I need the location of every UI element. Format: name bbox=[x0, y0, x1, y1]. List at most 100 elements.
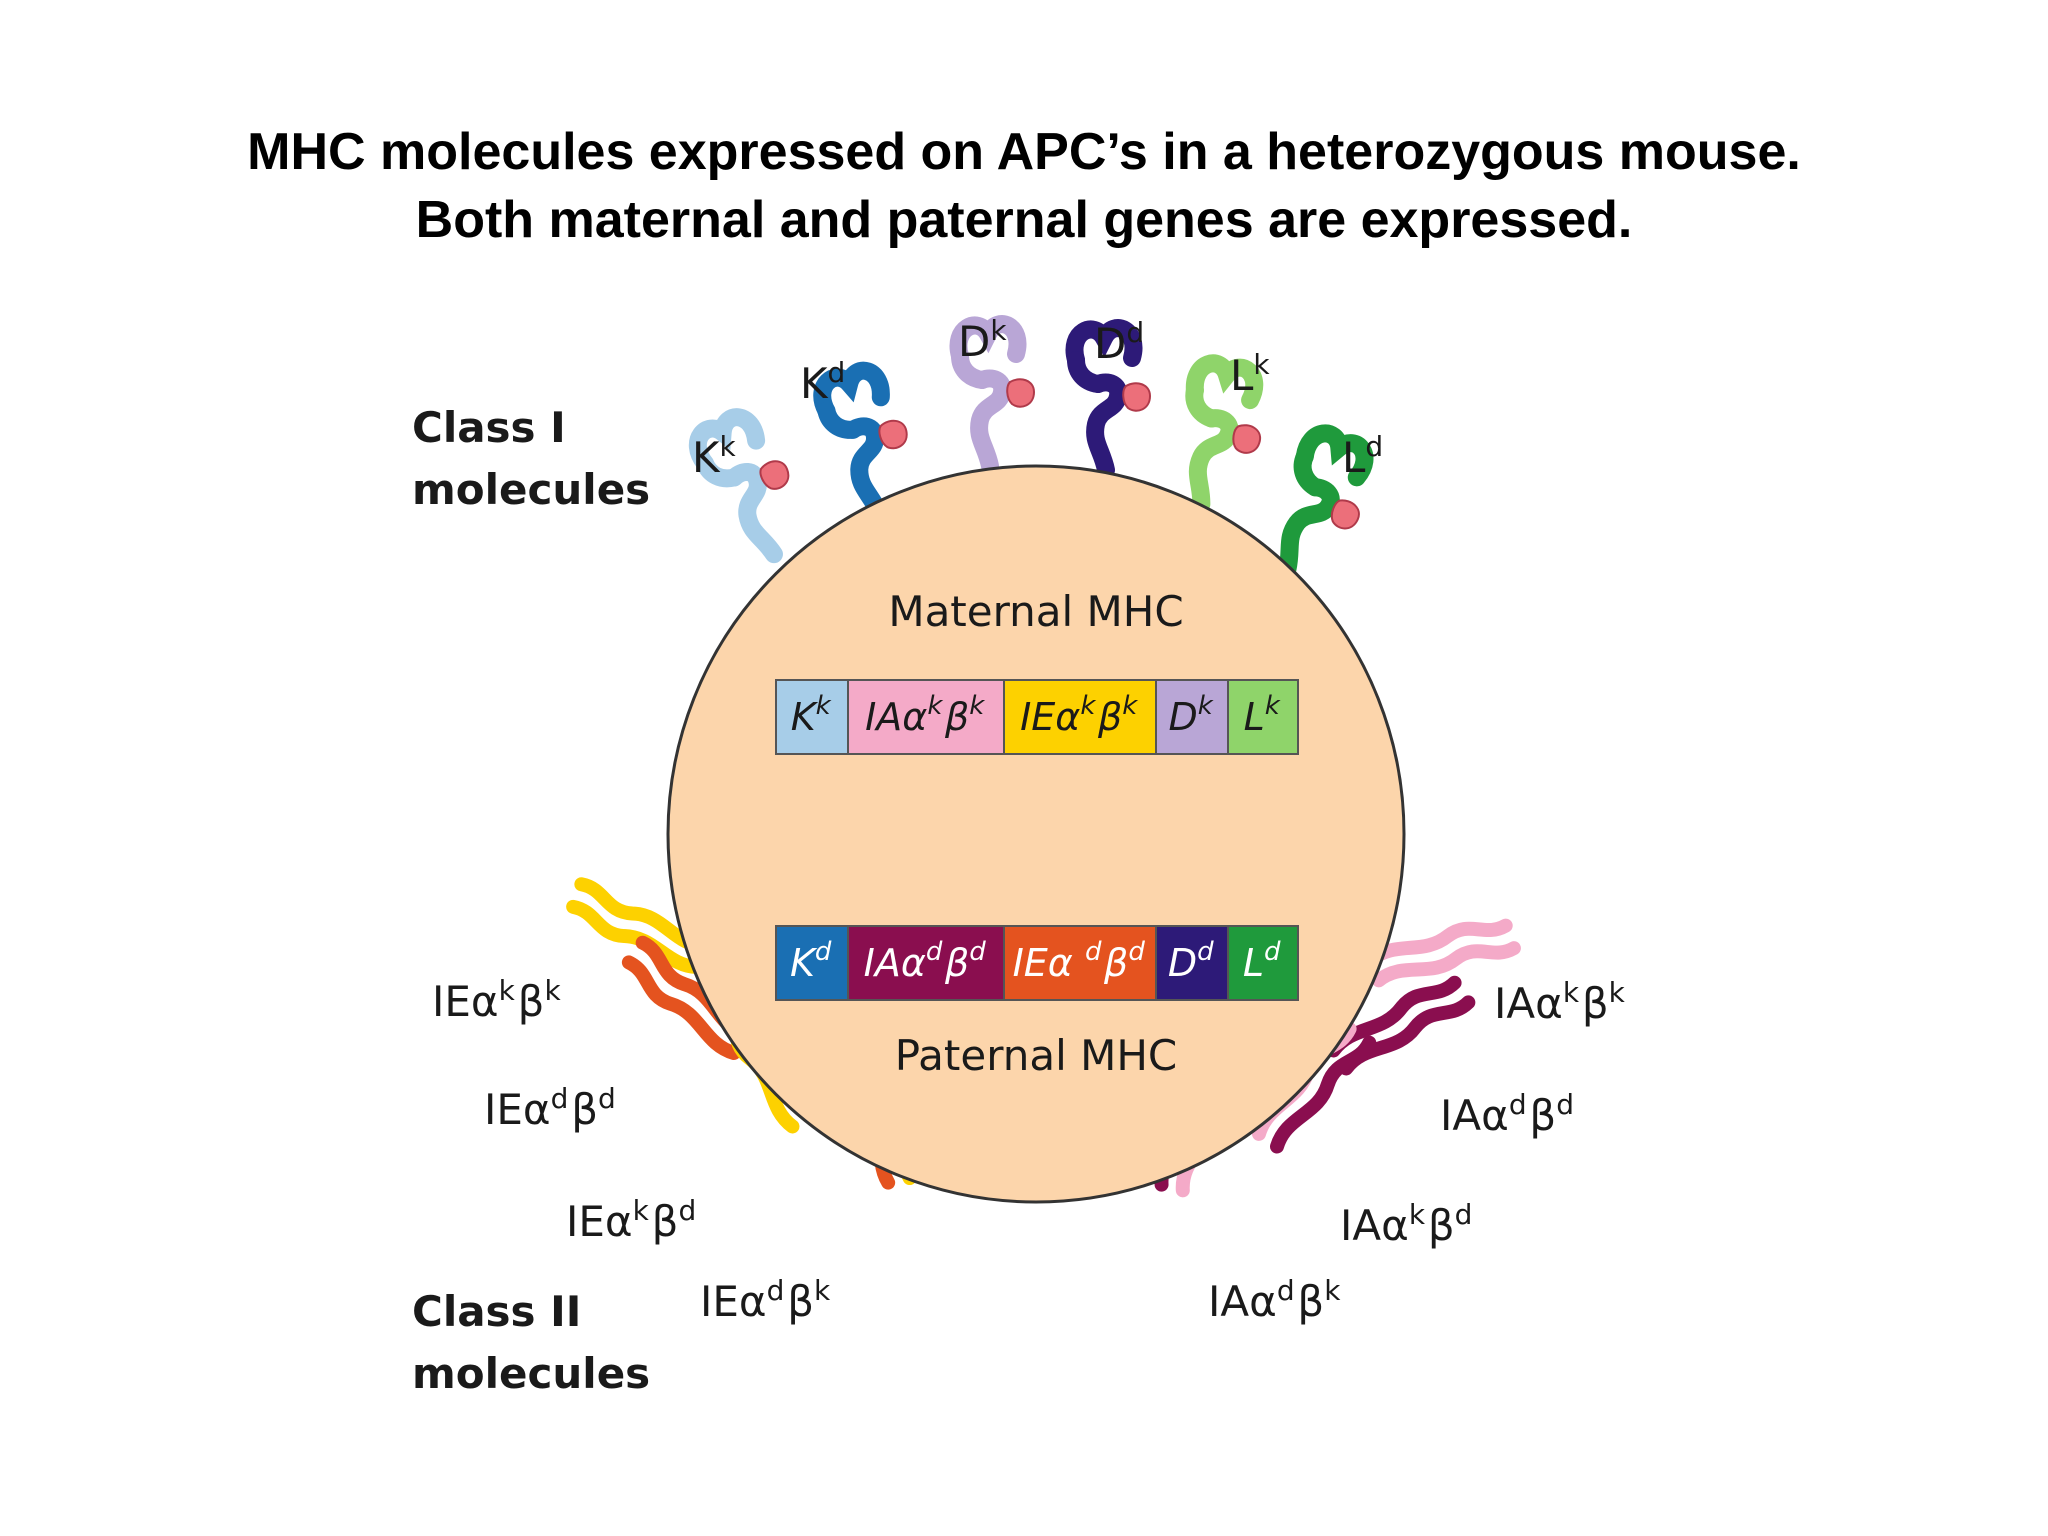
label-sup: k bbox=[720, 430, 737, 463]
label-sup: d bbox=[1556, 1088, 1574, 1121]
class2-label: IAαk βk bbox=[1494, 976, 1628, 1028]
paternal-gene-1: IAαd βd bbox=[847, 925, 1005, 1001]
label-base: L bbox=[1243, 941, 1264, 985]
label-sup: k bbox=[969, 691, 985, 721]
label-sup: d bbox=[1365, 430, 1383, 463]
label-base: D bbox=[1169, 695, 1198, 739]
class1-label: Dk bbox=[958, 314, 1009, 366]
class1-peptide bbox=[1006, 378, 1036, 408]
label-sup: k bbox=[499, 974, 516, 1007]
label-base: β bbox=[787, 1277, 814, 1326]
label-base: β bbox=[1529, 1091, 1556, 1140]
title-line-2: Both maternal and paternal genes are exp… bbox=[415, 191, 1633, 249]
label-sup: d bbox=[551, 1082, 569, 1115]
label-base: IEα bbox=[1020, 695, 1080, 739]
class1-peptide bbox=[759, 460, 790, 490]
label-sup: d bbox=[1264, 937, 1281, 967]
class1-stem bbox=[725, 463, 783, 564]
label-base: K bbox=[692, 433, 721, 482]
class1-label: Ld bbox=[1342, 430, 1386, 482]
class1-molecule-4: Lk bbox=[1185, 348, 1270, 514]
title-line-1: MHC molecules expressed on APC’s in a he… bbox=[247, 123, 1801, 181]
gene-label: Ld bbox=[1243, 937, 1283, 985]
paternal-gene-2: IEα d βd bbox=[1003, 925, 1157, 1001]
paternal-gene-0: Kd bbox=[775, 925, 849, 1001]
maternal-gene-3: Dk bbox=[1155, 679, 1229, 755]
maternal-gene-bar: Kk IAαk βk IEαk βk Dk Lk bbox=[775, 679, 1299, 755]
paternal-gene-4: Ld bbox=[1227, 925, 1299, 1001]
gene-segment bbox=[1227, 925, 1299, 1001]
label-base: β bbox=[652, 1197, 679, 1246]
alpha-chain bbox=[621, 955, 741, 1061]
label-base: IAα bbox=[1494, 979, 1563, 1028]
label-sup: k bbox=[1563, 976, 1580, 1009]
label-base: D bbox=[958, 317, 990, 366]
label-base: IEα bbox=[484, 1085, 551, 1134]
class1-stem bbox=[1188, 409, 1239, 514]
class1-stem bbox=[970, 369, 1012, 475]
gene-segment bbox=[775, 679, 849, 755]
label-base: K bbox=[800, 359, 829, 408]
label-sup: d bbox=[598, 1082, 616, 1115]
label-base: IEα bbox=[566, 1197, 633, 1246]
alpha-chain bbox=[566, 899, 706, 975]
label-sup: k bbox=[814, 1274, 831, 1307]
gene-label: Kk bbox=[791, 691, 834, 739]
class1-groove bbox=[949, 315, 1027, 365]
apc-cell bbox=[666, 464, 1406, 1204]
class2-label: IEαk βd bbox=[566, 1194, 699, 1246]
gene-segment bbox=[1003, 925, 1157, 1001]
maternal-gene-1: IAαk βk bbox=[847, 679, 1005, 755]
label-base: L bbox=[1342, 433, 1366, 482]
label-sup: d bbox=[767, 1274, 785, 1307]
label-base: D bbox=[1168, 941, 1197, 985]
label-sup: k bbox=[1122, 691, 1138, 721]
class2-label: IAαk βd bbox=[1340, 1198, 1475, 1250]
class1-molecules: Kk Kd Dk Dd Lk Ld bbox=[689, 314, 1386, 579]
class1-label: Dd bbox=[1094, 316, 1147, 368]
maternal-gene-0: Kk bbox=[775, 679, 849, 755]
class1-groove bbox=[1295, 424, 1374, 487]
label-sup: d bbox=[815, 937, 832, 967]
label-sup: d bbox=[678, 1194, 696, 1227]
label-sup: d bbox=[926, 937, 943, 967]
gene-segment bbox=[847, 679, 1005, 755]
class1-molecule-3: Dd bbox=[1065, 316, 1152, 479]
class1-stem bbox=[843, 417, 888, 522]
class2-molecule-right-0: IAαk βk bbox=[1364, 918, 1628, 1028]
label-sup: k bbox=[1409, 1198, 1426, 1231]
label-sup: d bbox=[969, 937, 986, 967]
gene-label: Lk bbox=[1244, 691, 1283, 739]
class1-molecule-5: Ld bbox=[1278, 424, 1386, 579]
class1-groove bbox=[1185, 354, 1264, 410]
label-base: β bbox=[1097, 695, 1122, 739]
label-base: β bbox=[1582, 979, 1609, 1028]
maternal-gene-2: IEαk βk bbox=[1003, 679, 1157, 755]
class2-label: IAαd βk bbox=[1208, 1274, 1343, 1326]
paternal-mhc-label: Paternal MHC bbox=[895, 1031, 1178, 1080]
class1-peptide bbox=[1232, 424, 1262, 454]
label-sup: k bbox=[1265, 691, 1281, 721]
alpha-chain bbox=[1364, 918, 1513, 967]
class1-groove bbox=[1065, 319, 1143, 369]
beta-chain bbox=[1270, 1035, 1377, 1154]
class2-label: IEαd βk bbox=[700, 1274, 833, 1326]
beta-chain bbox=[1371, 941, 1521, 988]
label-sup: k bbox=[927, 691, 943, 721]
label-base: β bbox=[1428, 1201, 1455, 1250]
label-sup: d bbox=[1128, 937, 1145, 967]
class2-label: IAαd βd bbox=[1440, 1088, 1577, 1140]
label-base: β bbox=[1103, 941, 1128, 985]
class1-label: Kk bbox=[692, 430, 739, 482]
label-base: K bbox=[791, 695, 819, 739]
class1-peptide bbox=[1330, 499, 1360, 530]
class2-label-line2: molecules bbox=[412, 1349, 650, 1398]
maternal-gene-4: Lk bbox=[1227, 679, 1299, 755]
gene-label: Kd bbox=[790, 937, 834, 985]
label-sup: d bbox=[828, 356, 846, 389]
label-sup: k bbox=[990, 314, 1007, 347]
label-base: IAα bbox=[1208, 1277, 1277, 1326]
class1-molecule-1: Kd bbox=[800, 356, 908, 522]
label-sup: k bbox=[1253, 348, 1270, 381]
